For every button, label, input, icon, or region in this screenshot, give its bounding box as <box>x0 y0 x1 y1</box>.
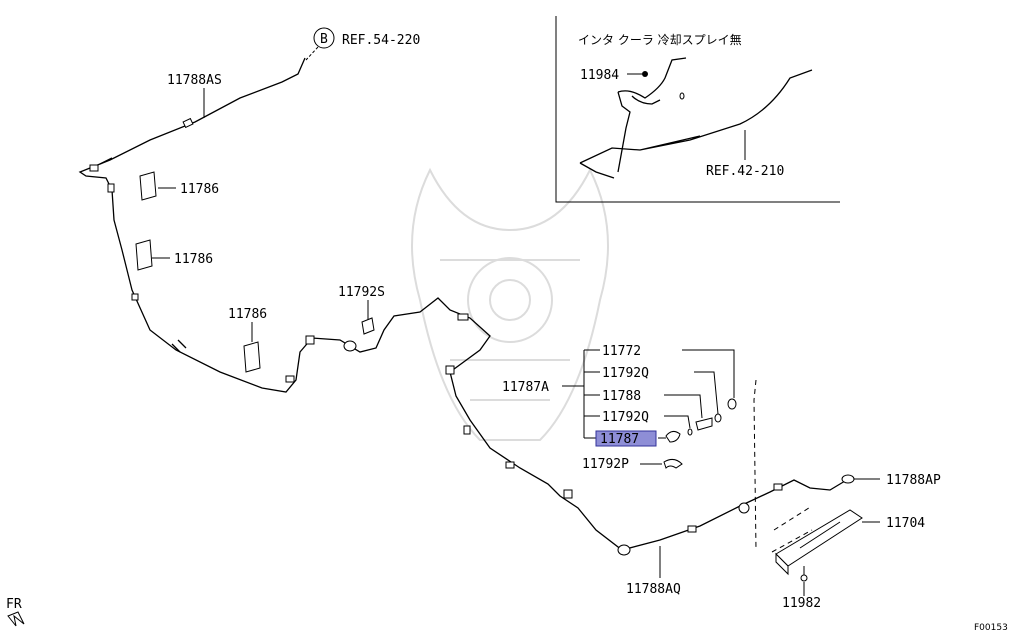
label-ref-42-210: REF.42-210 <box>706 164 784 179</box>
pad-11786-a <box>139 171 157 201</box>
label-11792q-b: 11792Q <box>602 410 649 425</box>
ref-circle-b <box>313 27 335 49</box>
front-arrow-icon <box>7 611 25 627</box>
label-11792s: 11792S <box>338 285 385 300</box>
clamp-11772-icon <box>727 398 737 410</box>
label-11786-c: 11786 <box>228 307 267 322</box>
bolt-11982-icon <box>800 574 808 582</box>
highlight-11787[interactable] <box>595 430 657 447</box>
label-11772: 11772 <box>602 344 641 359</box>
leader-lines <box>152 88 880 596</box>
label-11788as: 11788AS <box>167 73 222 88</box>
inset-panel: インタ クーラ 冷却スプレイ無 11984 REF.42-210 <box>555 16 840 203</box>
clamp-11787-icon <box>665 430 681 443</box>
label-11704: 11704 <box>886 516 925 531</box>
label-ref-54-220: REF.54-220 <box>342 33 420 48</box>
bracket-11704 <box>775 509 863 567</box>
figure-code: F00153 <box>974 623 1008 633</box>
label-11787[interactable]: 11787 <box>600 432 639 447</box>
label-11792p: 11792P <box>582 457 629 472</box>
clip-11792s-icon <box>361 317 375 335</box>
label-11788: 11788 <box>602 389 641 404</box>
watermark-emblem <box>411 167 609 441</box>
clip-11792p-icon <box>663 458 683 469</box>
label-fr: FR <box>6 597 22 612</box>
pad-11786-b <box>135 239 153 271</box>
hose-11788 <box>695 417 713 431</box>
grommet-11984-icon <box>642 71 648 77</box>
label-11787a: 11787A <box>502 380 549 395</box>
label-11984: 11984 <box>580 68 619 83</box>
inset-title: インタ クーラ 冷却スプレイ無 <box>578 32 742 47</box>
label-11786-a: 11786 <box>180 182 219 197</box>
label-11982: 11982 <box>782 596 821 611</box>
label-11792q-a: 11792Q <box>602 366 649 381</box>
pad-11786-c <box>243 341 261 373</box>
label-11788ap: 11788AP <box>886 473 941 488</box>
label-11788aq: 11788AQ <box>626 582 681 597</box>
pipe-assembly <box>78 57 863 582</box>
circle-b-letter: B <box>320 32 328 47</box>
label-11786-b: 11786 <box>174 252 213 267</box>
